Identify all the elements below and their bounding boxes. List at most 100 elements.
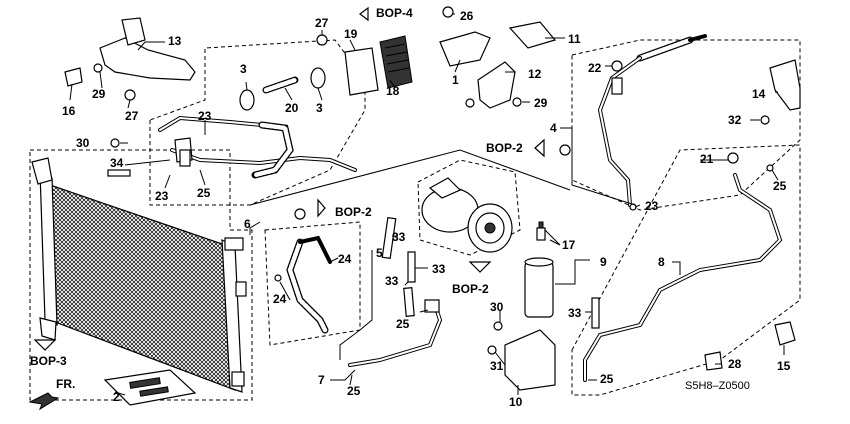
pipe-group-frame-line <box>249 149 571 206</box>
nut-27-left <box>124 89 136 101</box>
bolt-32 <box>760 115 770 125</box>
discharge-pipe <box>298 235 332 264</box>
label-25-mid: 25 <box>396 317 410 331</box>
label-3-right: 3 <box>316 101 323 115</box>
diagram-code: S5H8–Z0500 <box>685 380 750 392</box>
receiver-pipe <box>583 173 783 382</box>
bolt-30-top <box>110 138 120 148</box>
bolt-29-top <box>93 63 103 73</box>
bracket-13-clip <box>121 17 146 46</box>
bracket-10 <box>504 329 556 391</box>
label-29-top: 29 <box>92 87 106 101</box>
ref-bop-2-left: BOP-2 <box>335 205 372 219</box>
lower-frame-line <box>339 329 361 360</box>
part-labels: 13 16 29 27 30 34 23 23 25 3 20 3 27 19 … <box>30 6 791 409</box>
label-28: 28 <box>728 357 742 371</box>
label-25-right: 25 <box>773 179 787 193</box>
nut-bracket <box>465 98 475 108</box>
bolt-33-a <box>381 216 397 260</box>
compressor-port <box>428 177 462 199</box>
label-18: 18 <box>386 84 400 98</box>
label-10: 10 <box>509 395 523 409</box>
ref-bop-4: BOP-4 <box>376 6 413 20</box>
o-ring-25-right <box>766 164 774 172</box>
nut-22 <box>611 60 623 72</box>
front-label: FR. <box>56 377 75 391</box>
label-11: 11 <box>568 32 581 46</box>
compressor-hub <box>484 222 496 234</box>
receiver-pipe-outline <box>571 144 801 396</box>
bracket-1 <box>439 31 491 67</box>
suction-hose-outline <box>571 39 801 211</box>
label-plate <box>103 369 197 406</box>
seal-19 <box>344 47 379 96</box>
nut-discharge <box>294 208 306 220</box>
bracket-13 <box>99 37 196 81</box>
label-26: 26 <box>460 9 474 23</box>
label-24-a: 24 <box>338 252 352 266</box>
o-ring-24 <box>274 274 282 282</box>
label-1: 1 <box>452 73 459 87</box>
bolt-29-mid <box>512 97 522 107</box>
compressor-outline <box>417 159 521 256</box>
clip-15 <box>774 321 796 346</box>
label-32: 32 <box>728 113 742 127</box>
label-30-top: 30 <box>76 136 90 150</box>
label-25-bottom-right: 25 <box>600 372 614 386</box>
label-9: 9 <box>600 255 607 269</box>
label-7: 7 <box>318 373 325 387</box>
receiver-top <box>524 257 554 267</box>
label-33-right: 33 <box>568 306 582 320</box>
bolt-33-d <box>591 297 600 329</box>
ref-bop-2-right: BOP-2 <box>486 141 523 155</box>
label-33-a: 33 <box>392 230 406 244</box>
label-plate-print <box>129 377 161 389</box>
bolt-33-b <box>407 251 416 283</box>
pipe-joint <box>179 149 191 167</box>
front-arrow <box>28 392 60 411</box>
label-17: 17 <box>562 238 576 252</box>
clip-28 <box>704 351 723 371</box>
label-29-mid: 29 <box>534 96 548 110</box>
label-21: 21 <box>700 152 714 166</box>
condenser-bracket-low <box>231 371 245 387</box>
label-27-top: 27 <box>315 16 329 30</box>
label-34: 34 <box>110 156 124 170</box>
bolt-31 <box>487 345 497 355</box>
label-plate-print-2 <box>139 386 169 397</box>
bop-3-arrow <box>33 339 57 351</box>
clip-16 <box>64 67 83 87</box>
label-5: 5 <box>376 246 383 260</box>
o-ring <box>559 144 571 156</box>
label-22: 22 <box>588 61 602 75</box>
pipe-7-fitting <box>424 299 440 313</box>
condenser-bracket-mid <box>235 281 247 297</box>
label-14: 14 <box>752 87 766 101</box>
label-30-low: 30 <box>490 300 504 314</box>
label-19: 19 <box>344 27 358 41</box>
clamp-3-right <box>310 67 326 89</box>
label-24-b: 24 <box>273 292 287 306</box>
label-3-left: 3 <box>240 62 247 76</box>
label-15: 15 <box>777 359 791 373</box>
label-13: 13 <box>168 34 182 48</box>
condenser-mount-bottom <box>39 317 57 341</box>
bop-2-arrow-b <box>534 138 545 158</box>
label-23-a: 23 <box>198 109 212 123</box>
label-25-low: 25 <box>347 384 361 398</box>
label-8: 8 <box>658 255 665 269</box>
ref-bop-3: BOP-3 <box>30 354 67 368</box>
nut-21 <box>727 152 739 164</box>
label-23-b: 23 <box>155 189 169 203</box>
condenser-core <box>49 184 236 391</box>
condenser-group-outline <box>29 149 253 401</box>
pressure-switch-tip <box>538 221 544 229</box>
bracket-14 <box>769 59 801 111</box>
label-12: 12 <box>528 67 542 81</box>
bolt-34 <box>107 169 131 177</box>
label-33-c: 33 <box>385 274 399 288</box>
label-4: 4 <box>550 121 557 135</box>
bop-2-arrow-c <box>468 261 492 273</box>
